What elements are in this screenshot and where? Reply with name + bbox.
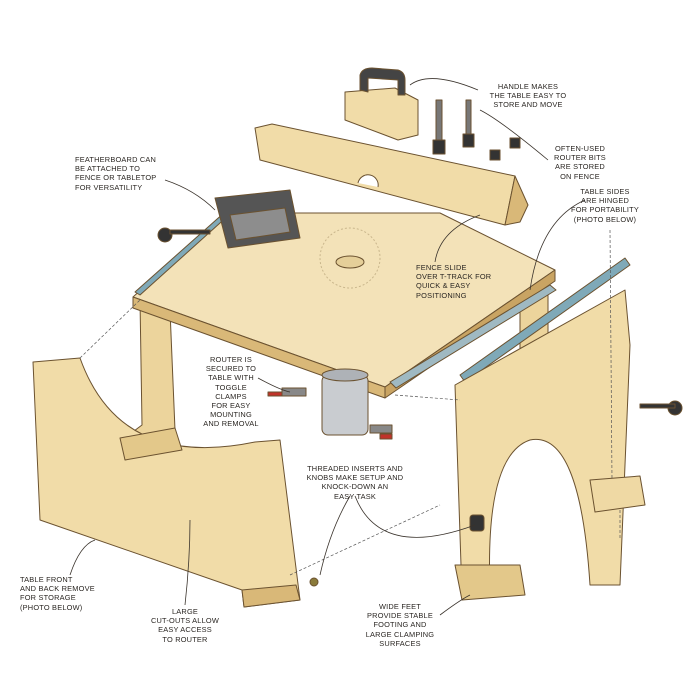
t-track-loose: [459, 257, 631, 383]
callout-router-bits: Often-used router bits are stored on fen…: [554, 144, 606, 181]
handle: [359, 67, 406, 96]
callout-featherboard: Featherboard can be attached to fence or…: [75, 155, 157, 192]
callout-fence-slide: Fence slide over T-track for quick & eas…: [416, 263, 492, 300]
alignment-lines: [79, 229, 621, 576]
threaded-insert: [309, 577, 319, 587]
toggle-clamp-left: [281, 387, 307, 397]
knob-threaded: [469, 514, 485, 532]
callout-handle: Handle makes the table easy to store and…: [489, 82, 567, 110]
left-foot: [119, 427, 183, 461]
featherboard-fingers: [229, 207, 291, 241]
callout-threaded-inserts: Threaded inserts and knobs make setup an…: [306, 464, 404, 501]
router-opening: [335, 255, 365, 269]
toggle-clamp-left-handle: [267, 391, 283, 397]
leader-lines: [69, 78, 586, 616]
front-panel-edge: [241, 584, 301, 608]
callout-router-secured: Router is secured to table with toggle c…: [203, 355, 259, 429]
loose-foot-block: [589, 475, 646, 513]
knob-right: [639, 400, 683, 416]
callout-wide-feet: Wide feet provide stable footing and lar…: [365, 602, 435, 648]
router-outline-ghost: [319, 227, 381, 289]
callout-large-cutouts: Large cut-outs allow easy access to rout…: [150, 607, 220, 644]
handle-block: [344, 87, 419, 141]
knob-featherboard: [157, 227, 211, 243]
t-track-right: [389, 284, 557, 389]
callout-table-front: Table front and back remove for storage …: [20, 575, 95, 612]
router-body: [321, 374, 369, 436]
router-bits: [432, 99, 521, 161]
callout-table-sides: Table sides are hinged for portability (…: [570, 187, 640, 224]
right-side-panel: [454, 289, 631, 596]
toggle-clamp-right-handle: [379, 433, 393, 440]
router-base: [321, 368, 369, 382]
right-foot: [454, 564, 526, 601]
fence-end: [504, 175, 529, 226]
toggle-clamp-right: [369, 424, 393, 434]
fence-cutout: [357, 174, 379, 188]
